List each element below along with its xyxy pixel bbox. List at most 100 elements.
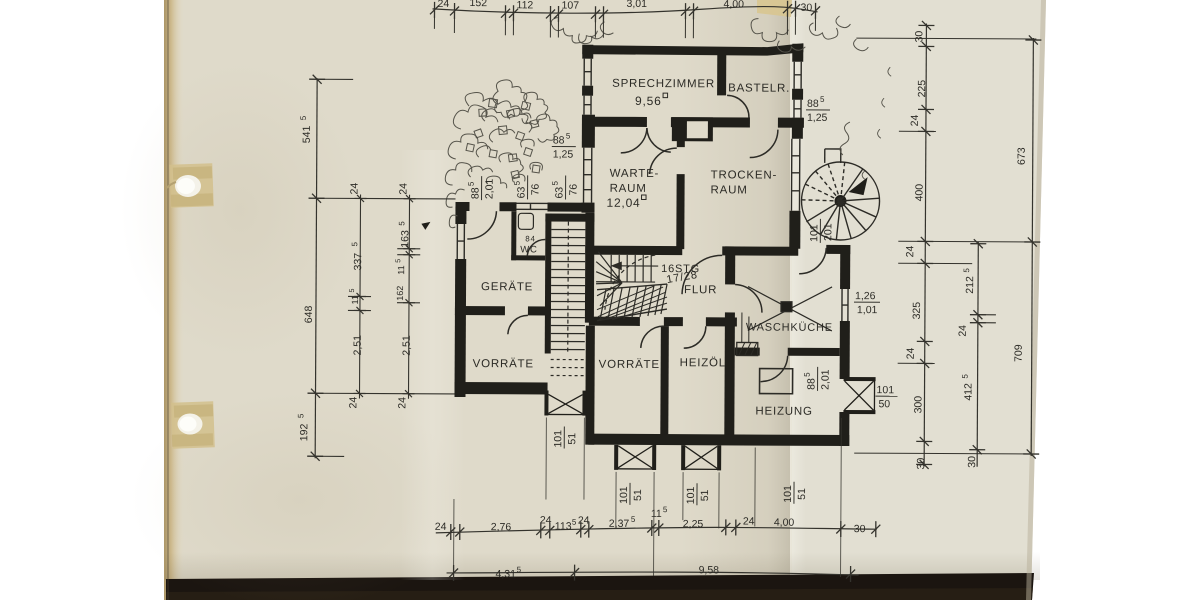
svg-text:51: 51 xyxy=(632,489,644,501)
svg-text:51: 51 xyxy=(796,488,808,500)
svg-text:76: 76 xyxy=(568,184,580,196)
svg-text:RAUM: RAUM xyxy=(711,184,748,196)
svg-text:5: 5 xyxy=(467,181,476,186)
svg-text:5: 5 xyxy=(513,180,522,185)
svg-text:BASTELR.: BASTELR. xyxy=(728,82,790,94)
svg-text:88: 88 xyxy=(807,98,819,110)
svg-text:24: 24 xyxy=(909,115,921,127)
svg-text:300: 300 xyxy=(912,396,924,414)
svg-text:51: 51 xyxy=(566,433,578,445)
svg-text:FLUR: FLUR xyxy=(684,284,717,296)
svg-text:TROCKEN-: TROCKEN- xyxy=(711,169,778,181)
svg-text:88: 88 xyxy=(806,378,818,390)
svg-text:63: 63 xyxy=(554,187,566,199)
svg-text:24: 24 xyxy=(904,245,916,257)
svg-text:24: 24 xyxy=(540,514,552,526)
svg-text:24: 24 xyxy=(435,521,447,533)
svg-text:101: 101 xyxy=(808,224,820,242)
svg-text:GERÄTE: GERÄTE xyxy=(481,281,533,293)
svg-text:30: 30 xyxy=(913,31,925,43)
svg-text:1,25: 1,25 xyxy=(553,148,574,160)
svg-text:WASCHKÜCHE: WASCHKÜCHE xyxy=(746,322,833,334)
svg-text:101: 101 xyxy=(618,486,630,504)
svg-text:2,51: 2,51 xyxy=(401,335,413,356)
svg-text:325: 325 xyxy=(911,302,923,320)
svg-text:HEIZUNG: HEIZUNG xyxy=(755,406,812,418)
svg-text:5: 5 xyxy=(299,115,308,120)
svg-text:5: 5 xyxy=(397,221,406,226)
svg-text:24: 24 xyxy=(578,515,590,527)
svg-text:4,00: 4,00 xyxy=(774,517,795,529)
svg-text:412: 412 xyxy=(962,383,974,401)
svg-text:24: 24 xyxy=(396,397,408,409)
svg-text:HEIZÖL: HEIZÖL xyxy=(680,357,726,369)
svg-text:2,51: 2,51 xyxy=(352,335,364,356)
svg-text:30: 30 xyxy=(915,458,927,470)
svg-text:5: 5 xyxy=(663,505,668,514)
svg-text:24: 24 xyxy=(743,515,755,527)
svg-text:63: 63 xyxy=(516,186,528,198)
svg-text:400: 400 xyxy=(914,184,926,202)
svg-text:212: 212 xyxy=(964,276,976,294)
svg-text:30: 30 xyxy=(801,2,813,14)
svg-text:24: 24 xyxy=(398,183,410,195)
svg-text:162: 162 xyxy=(395,286,405,301)
svg-text:1,26: 1,26 xyxy=(855,290,876,302)
svg-text:2,01: 2,01 xyxy=(484,179,496,200)
svg-text:101: 101 xyxy=(782,485,794,503)
svg-text:2,01: 2,01 xyxy=(820,369,832,390)
svg-text:76: 76 xyxy=(530,184,542,196)
svg-text:30: 30 xyxy=(854,523,866,535)
svg-text:101: 101 xyxy=(876,384,894,396)
svg-text:SPRECHZIMMER: SPRECHZIMMER xyxy=(612,78,715,91)
svg-text:101: 101 xyxy=(685,487,697,505)
svg-text:673: 673 xyxy=(1016,147,1028,165)
svg-text:709: 709 xyxy=(1013,344,1025,362)
svg-text:84: 84 xyxy=(525,234,536,243)
svg-text:5: 5 xyxy=(551,180,560,185)
svg-text:4,31: 4,31 xyxy=(496,568,517,580)
svg-text:17/28: 17/28 xyxy=(666,269,699,286)
svg-text:107: 107 xyxy=(562,0,580,12)
svg-text:88: 88 xyxy=(553,134,565,146)
svg-text:RAUM: RAUM xyxy=(610,183,647,195)
svg-text:1,01: 1,01 xyxy=(857,304,878,316)
svg-text:VORRÄTE: VORRÄTE xyxy=(473,358,534,370)
svg-text:5: 5 xyxy=(631,515,636,524)
svg-text:112: 112 xyxy=(517,0,534,11)
svg-text:5: 5 xyxy=(962,268,971,273)
svg-text:50: 50 xyxy=(878,398,890,410)
svg-text:24: 24 xyxy=(905,347,917,359)
svg-text:201: 201 xyxy=(822,223,834,241)
svg-text:51: 51 xyxy=(699,489,711,501)
svg-text:2,25: 2,25 xyxy=(683,518,704,530)
svg-text:541: 541 xyxy=(301,125,313,143)
svg-text:30: 30 xyxy=(966,456,978,468)
svg-text:337: 337 xyxy=(352,253,364,271)
svg-text:152: 152 xyxy=(470,0,488,9)
svg-text:3,01: 3,01 xyxy=(627,0,648,10)
svg-text:5: 5 xyxy=(566,132,571,141)
svg-text:11: 11 xyxy=(651,508,662,520)
svg-text:11: 11 xyxy=(396,265,406,274)
svg-text:5: 5 xyxy=(350,241,359,246)
svg-text:192: 192 xyxy=(298,423,310,441)
svg-text:5: 5 xyxy=(572,518,577,527)
svg-text:24: 24 xyxy=(957,325,969,337)
svg-text:24: 24 xyxy=(349,183,361,195)
svg-text:2,37: 2,37 xyxy=(609,518,630,530)
svg-text:5: 5 xyxy=(296,413,305,418)
svg-text:11: 11 xyxy=(350,295,360,304)
svg-text:VORRÄTE: VORRÄTE xyxy=(599,359,660,371)
svg-text:5: 5 xyxy=(349,288,356,292)
svg-text:5: 5 xyxy=(961,374,970,379)
svg-text:4,00: 4,00 xyxy=(724,0,745,10)
svg-text:24: 24 xyxy=(347,397,359,409)
svg-text:1,25: 1,25 xyxy=(807,112,828,124)
svg-text:9,56: 9,56 xyxy=(635,94,662,108)
svg-text:113: 113 xyxy=(555,521,572,533)
svg-text:WC: WC xyxy=(520,244,537,255)
svg-text:24: 24 xyxy=(438,0,450,10)
svg-text:88: 88 xyxy=(470,187,482,199)
svg-text:163: 163 xyxy=(399,230,411,248)
